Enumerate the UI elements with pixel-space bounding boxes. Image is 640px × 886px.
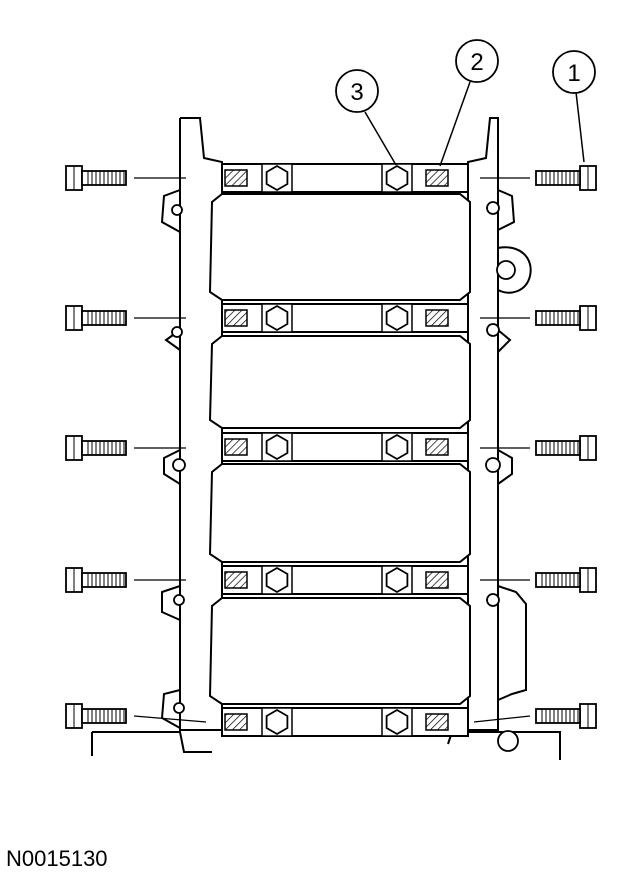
bearing-shell: [224, 309, 248, 327]
bolt: [535, 165, 597, 191]
bearing-cap: [221, 707, 469, 737]
bolt: [535, 305, 597, 331]
hex-nut: [265, 708, 289, 736]
bay-recess: [208, 597, 471, 705]
hole: [485, 457, 501, 473]
bearing-shell: [425, 309, 449, 327]
hex-nut: [265, 433, 289, 461]
bearing-cap: [221, 163, 469, 193]
hole: [486, 323, 500, 337]
bearing-shell: [425, 713, 449, 731]
bay-recess: [208, 193, 471, 301]
figure-id: N0015130: [6, 846, 108, 871]
bolts: [65, 165, 597, 729]
hole: [486, 593, 500, 607]
callout-3-label: 3: [350, 79, 363, 106]
hex-nut: [385, 433, 409, 461]
locating-holes: [171, 201, 519, 752]
bearing-shell: [425, 438, 449, 456]
hole: [486, 201, 500, 215]
hole: [497, 730, 519, 752]
bay-recess: [208, 335, 471, 429]
hex-nut: [265, 304, 289, 332]
hex-nut: [265, 164, 289, 192]
hole: [496, 260, 516, 280]
bearing-shell: [224, 438, 248, 456]
hole: [171, 204, 183, 216]
bearing-bays: [208, 193, 471, 705]
hex-nut: [265, 566, 289, 594]
bay-recess: [208, 463, 471, 563]
hole: [172, 458, 186, 472]
callout-1: 1: [552, 50, 596, 163]
hex-nut: [385, 304, 409, 332]
bolt: [65, 567, 127, 593]
bearing-cap: [221, 432, 469, 462]
bolt: [535, 567, 597, 593]
bearing-cap: [221, 565, 469, 595]
bearing-shell: [425, 169, 449, 187]
hole: [171, 326, 183, 338]
bolt: [65, 435, 127, 461]
callout-1-label: 1: [567, 60, 580, 87]
callout-3: 3: [335, 69, 397, 166]
bolt: [535, 435, 597, 461]
bearing-cap: [221, 303, 469, 333]
hex-nut: [385, 566, 409, 594]
bearing-shell: [224, 571, 248, 589]
bearing-caps: [221, 163, 469, 737]
bolt: [65, 703, 127, 729]
bolt: [65, 305, 127, 331]
hole: [173, 702, 185, 714]
bolt: [535, 703, 597, 729]
bearing-shell: [224, 713, 248, 731]
bolt: [65, 165, 127, 191]
hex-nut: [385, 708, 409, 736]
leader-line: [133, 715, 207, 723]
hole: [173, 594, 185, 606]
callout-2-label: 2: [470, 49, 483, 76]
leader-line: [473, 715, 531, 723]
bearing-shell: [224, 169, 248, 187]
callout-2: 2: [439, 39, 499, 167]
hex-nut: [385, 164, 409, 192]
bearing-shell: [425, 571, 449, 589]
